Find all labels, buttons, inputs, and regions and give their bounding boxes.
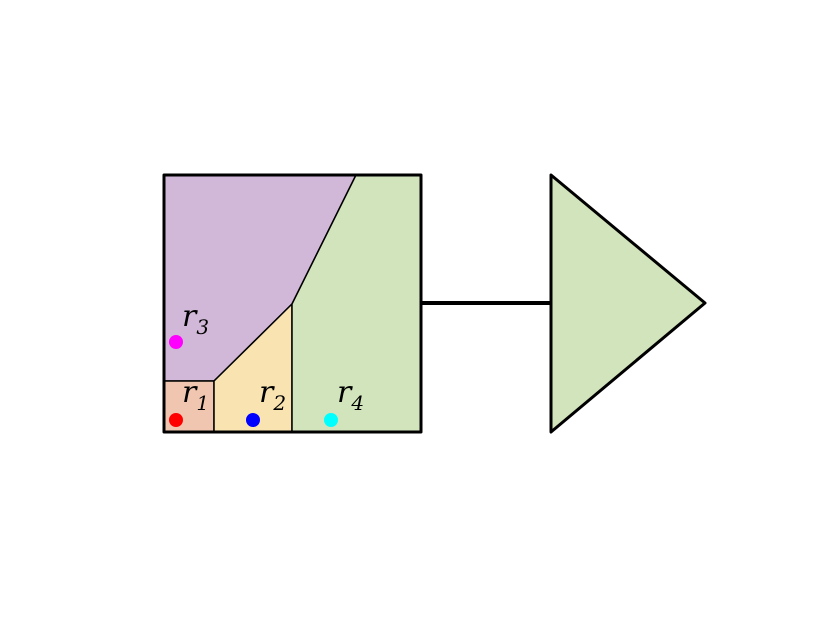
label-r3: r3 [182,299,209,339]
label-r2: r2 [259,375,286,415]
label-r2-letter: r [259,375,275,410]
point-r2 [246,413,260,427]
label-r4-letter: r [337,375,353,410]
label-r4: r4 [337,375,364,415]
point-r4 [324,413,338,427]
label-r1-letter: r [182,375,198,410]
point-r3 [169,335,183,349]
label-r2-sub: 2 [272,391,286,415]
label-r3-sub: 3 [196,315,209,339]
triangle-shape [549,173,707,434]
label-r4-sub: 4 [350,391,364,415]
label-r1-sub: 1 [196,391,209,415]
point-r1 [169,413,183,427]
label-r1: r1 [182,375,209,415]
label-r3-letter: r [182,299,198,334]
